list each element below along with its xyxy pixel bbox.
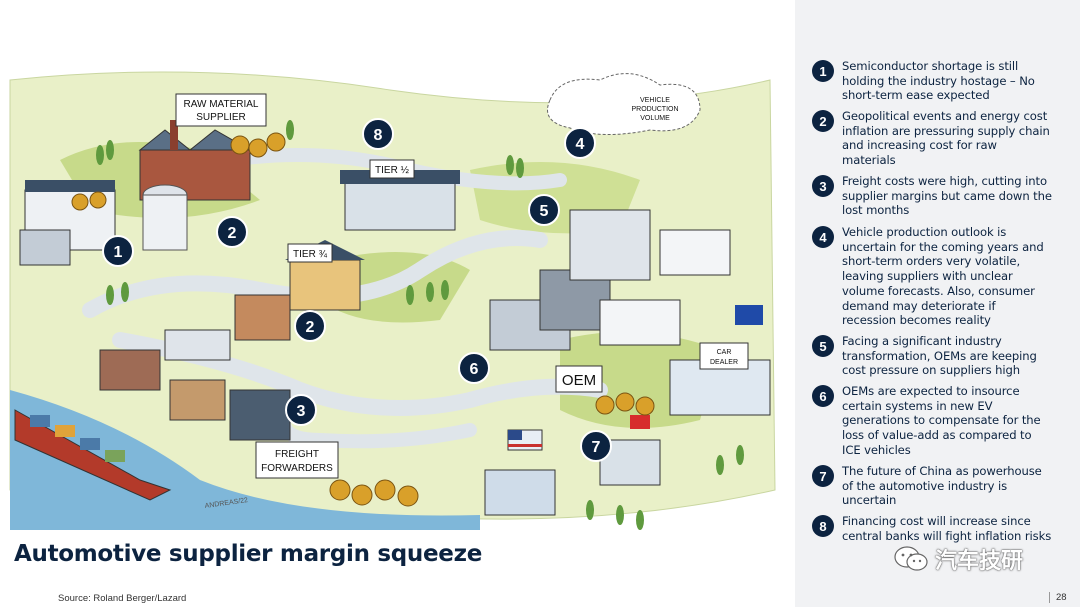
key-point-text: The future of China as powerhouse of the…	[842, 464, 1042, 508]
supply-chain-illustration: RAW MATERIAL SUPPLIER TIER ½ TIER ¾ VEHI…	[9, 71, 776, 530]
tier34-label: TIER ¾	[293, 249, 328, 260]
watermark-text: 汽车技研	[935, 549, 1024, 574]
road	[112, 332, 608, 416]
cargo-ship	[14, 409, 172, 501]
wechat-icon	[894, 546, 928, 571]
car-dealer-label-2: DEALER	[710, 359, 738, 366]
key-point-2: 2 Geopolitical events and energy cost in…	[812, 109, 1052, 168]
key-point-5: 5 Facing a significant industry transfor…	[812, 334, 1052, 378]
key-point-7: 7 The future of China as powerhouse of t…	[812, 464, 1052, 508]
oem-label: OEM	[562, 372, 596, 389]
freight-label-1: FREIGHT	[275, 449, 319, 460]
key-point-1: 1 Semiconductor shortage is still holdin…	[812, 59, 1052, 103]
china-building	[599, 415, 661, 486]
key-points-panel	[795, 0, 1080, 607]
key-point-number: 8	[812, 515, 834, 537]
port-buildings	[99, 329, 291, 441]
car-dealer-sign: CAR DEALER	[699, 342, 749, 370]
marker-8: 8	[362, 118, 394, 150]
marker-3-label: 3	[297, 403, 306, 420]
money-bags	[71, 132, 655, 507]
marker-8-label: 8	[374, 127, 383, 144]
key-point-text: OEMs are expected to insource certain sy…	[842, 384, 1041, 457]
vehicle-volume-label-1: VEHICLE	[640, 97, 670, 104]
source-note: Source: Roland Berger/Lazard	[58, 593, 187, 604]
marker-1: 1	[102, 235, 134, 267]
tier12-label: TIER ½	[375, 165, 410, 176]
marker-6: 6	[458, 352, 490, 384]
vehicle-volume-label-2: PRODUCTION	[631, 106, 678, 113]
raw-material-sign: RAW MATERIAL SUPPLIER	[175, 93, 267, 127]
key-point-text: Geopolitical events and energy cost infl…	[842, 109, 1050, 168]
key-point-number: 4	[812, 226, 834, 248]
key-point-text: Financing cost will increase since centr…	[842, 514, 1052, 543]
key-point-text: Vehicle production outlook is uncertain …	[842, 225, 1044, 328]
marker-5-label: 5	[540, 203, 549, 220]
vehicle-volume-label-3: VOLUME	[640, 115, 670, 122]
marker-2a: 2	[216, 216, 248, 248]
marker-3: 3	[285, 394, 317, 426]
marker-2b: 2	[294, 310, 326, 342]
oem-sign: OEM	[555, 365, 603, 393]
key-point-8: 8 Financing cost will increase since cen…	[812, 514, 1052, 543]
key-point-number: 3	[812, 175, 834, 197]
key-point-4: 4 Vehicle production outlook is uncertai…	[812, 225, 1052, 328]
marker-7-label: 7	[592, 439, 601, 456]
watermark: 汽车技研	[893, 543, 1023, 575]
vehicle-volume-sign: VEHICLE PRODUCTION VOLUME	[631, 97, 678, 122]
page-title: Automotive supplier margin squeeze	[14, 541, 482, 567]
tier34-sign: TIER ¾	[287, 243, 333, 263]
raw-material-factory	[138, 120, 252, 251]
tier12-building	[340, 170, 460, 231]
key-point-number: 7	[812, 465, 834, 487]
marker-1-label: 1	[114, 244, 123, 261]
trees	[96, 120, 744, 530]
marker-7: 7	[580, 430, 612, 462]
key-point-6: 6 OEMs are expected to insource certain …	[812, 384, 1052, 458]
marker-6-label: 6	[470, 361, 479, 378]
key-point-number: 1	[812, 60, 834, 82]
key-point-number: 5	[812, 335, 834, 357]
key-point-3: 3 Freight costs were high, cutting into …	[812, 174, 1052, 218]
car-dealer-label-1: CAR	[717, 349, 732, 356]
us-building	[484, 429, 556, 516]
tier12-sign: TIER ½	[369, 159, 415, 179]
oem-plant	[489, 209, 731, 351]
volume-cloud	[547, 73, 701, 135]
marker-4-label: 4	[576, 136, 585, 153]
key-point-text: Facing a significant industry transforma…	[842, 334, 1037, 378]
marker-2a-label: 2	[228, 225, 237, 242]
page-number: 28	[1049, 592, 1067, 603]
key-point-text: Semiconductor shortage is still holding …	[842, 59, 1035, 103]
raw-material-label: RAW MATERIAL	[183, 99, 258, 110]
key-point-number: 6	[812, 385, 834, 407]
marker-4: 4	[564, 127, 596, 159]
raw-material-label-2: SUPPLIER	[196, 112, 245, 123]
marker-2b-label: 2	[306, 319, 315, 336]
marker-5: 5	[528, 194, 560, 226]
sea	[10, 390, 480, 530]
freight-sign: FREIGHT FORWARDERS	[255, 441, 339, 479]
key-point-text: Freight costs were high, cutting into su…	[842, 174, 1052, 218]
freight-label-2: FORWARDERS	[261, 463, 333, 474]
key-point-number: 2	[812, 110, 834, 132]
